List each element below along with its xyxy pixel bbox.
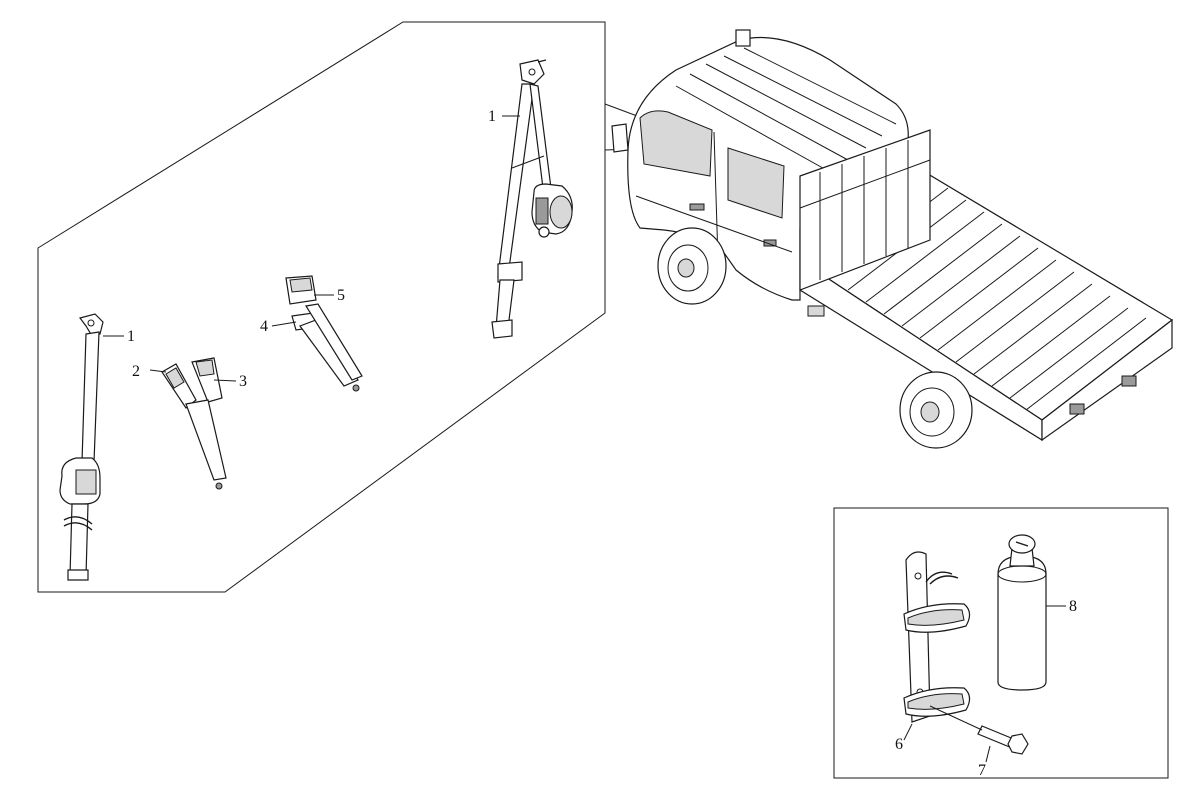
bolt-head xyxy=(1007,733,1029,755)
front-wheel-hub xyxy=(677,258,695,278)
tongue-plate xyxy=(195,359,215,377)
front-webbing-a xyxy=(497,83,535,277)
front-anchor-hole xyxy=(528,68,536,76)
bracket-back-plate xyxy=(905,551,931,723)
extinguisher-bracket: 6 xyxy=(895,551,971,753)
center-belt-assembly: 4 5 xyxy=(260,275,363,392)
lap-belt-strap xyxy=(185,399,227,481)
door-handle xyxy=(689,203,705,211)
leader-7 xyxy=(985,745,991,763)
front-lower-anchor xyxy=(491,319,513,339)
seatbelt-rear-left: 1 xyxy=(59,313,135,581)
callout-5: 5 xyxy=(337,287,345,304)
leader-3 xyxy=(213,379,237,382)
bracket-bolt: 7 xyxy=(929,705,1029,779)
front-upper-anchor xyxy=(519,59,545,85)
extinguisher-panel-outline xyxy=(833,507,1169,779)
center-belt-bolt xyxy=(352,384,360,392)
lower-clamp-band xyxy=(907,693,965,710)
rear-light-left xyxy=(1069,403,1085,415)
extinguisher-parts-panel: 6 7 8 xyxy=(833,507,1169,779)
anchor-bolt-hole xyxy=(87,319,95,327)
belt-webbing-lower xyxy=(69,503,89,577)
front-retractor-bolt xyxy=(538,226,550,238)
rear-door-handle xyxy=(763,239,777,247)
callout-8: 8 xyxy=(1069,598,1077,615)
side-mirror xyxy=(611,123,629,153)
leader-2 xyxy=(149,369,167,373)
webbing-fold xyxy=(511,155,545,169)
rear-light-right xyxy=(1121,375,1137,387)
rear-wheel-hub xyxy=(920,401,940,423)
leader-6 xyxy=(903,723,913,741)
buckle-head xyxy=(165,367,185,389)
callout-1-rear: 1 xyxy=(127,328,135,345)
bracket-hole-top xyxy=(914,572,922,580)
front-retractor-mechanism xyxy=(535,197,549,225)
seatbelt-parts-panel xyxy=(37,21,713,593)
front-anchor-bolt xyxy=(537,59,547,63)
center-belt-strap-a xyxy=(299,319,359,387)
front-retractor-spool xyxy=(549,195,573,229)
belt-webbing-upper xyxy=(81,331,100,463)
lap-belt-buckle xyxy=(161,363,197,409)
upper-clamp-band xyxy=(907,609,965,626)
body-trim-line xyxy=(635,195,793,253)
callout-1-front: 1 xyxy=(488,108,496,125)
bracket-top-latch xyxy=(925,571,959,585)
side-window xyxy=(727,147,785,219)
leader-4 xyxy=(271,321,297,327)
front-belt-guide xyxy=(497,261,523,283)
belt-upper-anchor xyxy=(78,313,104,337)
bolt-axis-line xyxy=(929,705,983,731)
seatbelt-front: 1 xyxy=(488,59,573,339)
panel-outline xyxy=(37,21,606,593)
cab-guard xyxy=(799,129,931,291)
lap-belt-assembly: 2 3 xyxy=(132,357,247,490)
belt-lower-anchor xyxy=(67,569,89,581)
callout-7: 7 xyxy=(978,762,986,779)
callout-3: 3 xyxy=(239,373,247,390)
fire-extinguisher: 8 xyxy=(997,534,1077,691)
roof-antenna xyxy=(735,29,751,47)
windshield xyxy=(639,110,713,177)
cab-roof-ribs xyxy=(675,47,897,173)
front-webbing-b xyxy=(529,83,553,197)
door-seam xyxy=(713,131,719,261)
retractor-housing xyxy=(75,469,97,495)
belt-guide-loop xyxy=(63,516,93,531)
callout-4: 4 xyxy=(260,318,268,335)
center-buckle-cover xyxy=(289,277,313,293)
callout-2: 2 xyxy=(132,363,140,380)
extinguisher-cylinder xyxy=(997,555,1047,691)
front-wheel-rim xyxy=(667,244,709,292)
lap-belt-bolt xyxy=(215,482,223,490)
truck-illustration xyxy=(611,29,1174,449)
callout-6: 6 xyxy=(895,736,903,753)
center-belt-strap-b xyxy=(305,303,363,381)
side-marker xyxy=(807,305,825,317)
cap-slot xyxy=(1015,541,1029,547)
rear-wheel-rim xyxy=(909,387,955,437)
